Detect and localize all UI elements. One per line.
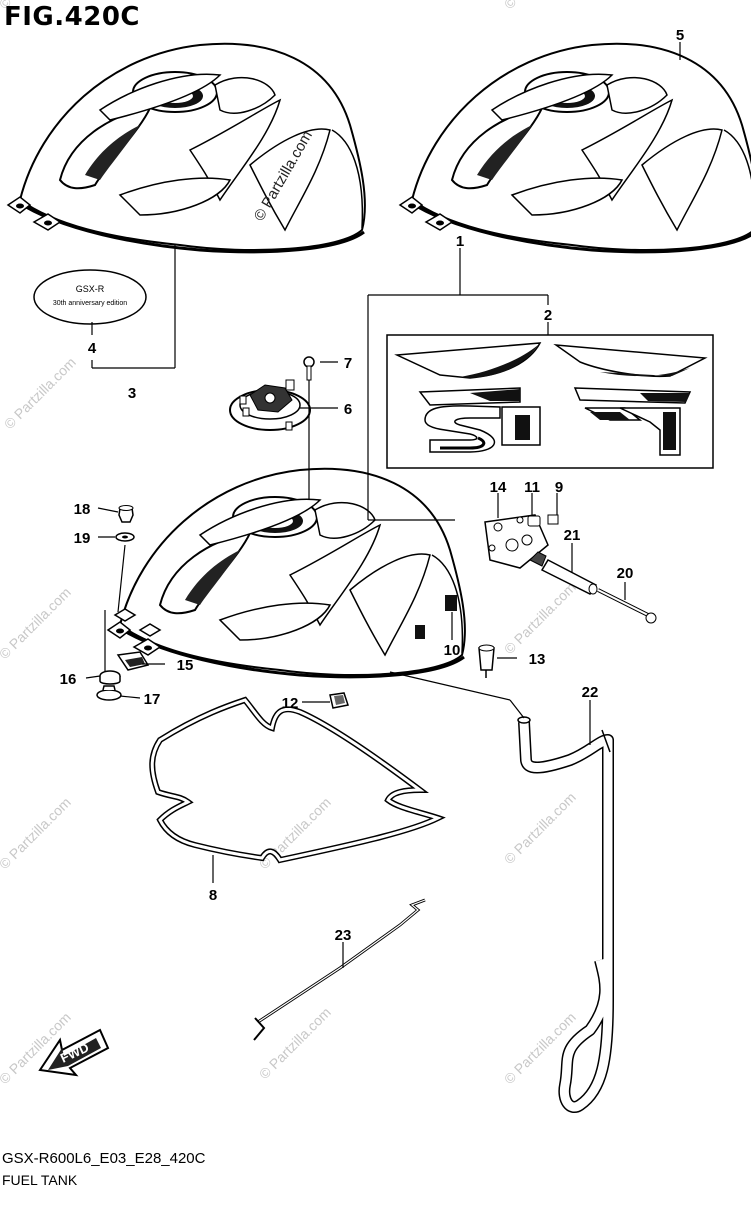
- callout-22: 22: [582, 684, 599, 701]
- callout-15: 15: [177, 657, 194, 674]
- watermark-text: © Partzilla.com: [0, 584, 74, 662]
- callout-1: 1: [456, 233, 464, 250]
- hose-22: [517, 716, 614, 1113]
- callout-2: 2: [544, 307, 552, 324]
- figure-caption: FUEL TANK: [2, 1172, 78, 1188]
- fuel-tank-assembly-left: [6, 42, 367, 254]
- callout-numbers: 1 2 3 4 5 6 7 8 9 10 11 12 13 14 15 16 1…: [60, 27, 685, 944]
- emblem-decal: GSX-R 30th anniversary edition: [33, 269, 147, 325]
- watermark-text: © Partzilla.com: [256, 794, 334, 872]
- small-parts-left: [96, 505, 162, 701]
- callout-8: 8: [209, 887, 217, 904]
- callout-5: 5: [676, 27, 684, 44]
- watermark-text: © Partzilla.com: [501, 0, 579, 12]
- watermark-text: © Partzilla.com: [1, 354, 79, 432]
- callout-9: 9: [555, 479, 563, 496]
- callout-14: 14: [490, 479, 507, 496]
- fuel-tank-right: [398, 42, 751, 254]
- callout-3: 3: [128, 385, 136, 402]
- callout-19: 19: [74, 530, 91, 547]
- model-code: GSX-R600L6_E03_E28_420C: [2, 1150, 206, 1167]
- watermark-text: © Partzilla.com: [0, 1009, 74, 1087]
- callout-21: 21: [564, 527, 581, 544]
- callout-7: 7: [344, 355, 352, 372]
- callout-16: 16: [60, 671, 77, 688]
- emblem-line2: 30th anniversary edition: [53, 300, 127, 307]
- decal-set-box: [386, 334, 714, 469]
- callout-17: 17: [144, 691, 161, 708]
- watermark-text: © Partzilla.com: [501, 789, 579, 867]
- fuel-cap-assembly: [229, 379, 311, 431]
- callout-11: 11: [524, 479, 540, 496]
- watermark-text: © Partzilla.com: [501, 579, 579, 657]
- callout-4: 4: [88, 340, 97, 357]
- figure-title: FIG.420C: [4, 2, 141, 32]
- part-12-clip: [329, 692, 349, 709]
- callout-10: 10: [444, 642, 461, 659]
- callout-18: 18: [74, 501, 91, 518]
- watermark-text: © Partzilla.com: [0, 794, 74, 872]
- callout-12: 12: [282, 695, 299, 712]
- callout-6: 6: [344, 401, 352, 418]
- tank-seal-8: [149, 696, 446, 864]
- fuel-tank-main: [106, 467, 467, 679]
- bracket-assembly: [484, 514, 657, 624]
- emblem-line1: GSX-R: [76, 284, 105, 294]
- bolt-7: [303, 356, 315, 381]
- part-13-component: [478, 644, 495, 678]
- callout-20: 20: [617, 565, 634, 582]
- leader-lines: [85, 42, 681, 968]
- rod-23: [253, 898, 426, 1041]
- callout-13: 13: [529, 651, 546, 668]
- callout-23: 23: [335, 927, 352, 944]
